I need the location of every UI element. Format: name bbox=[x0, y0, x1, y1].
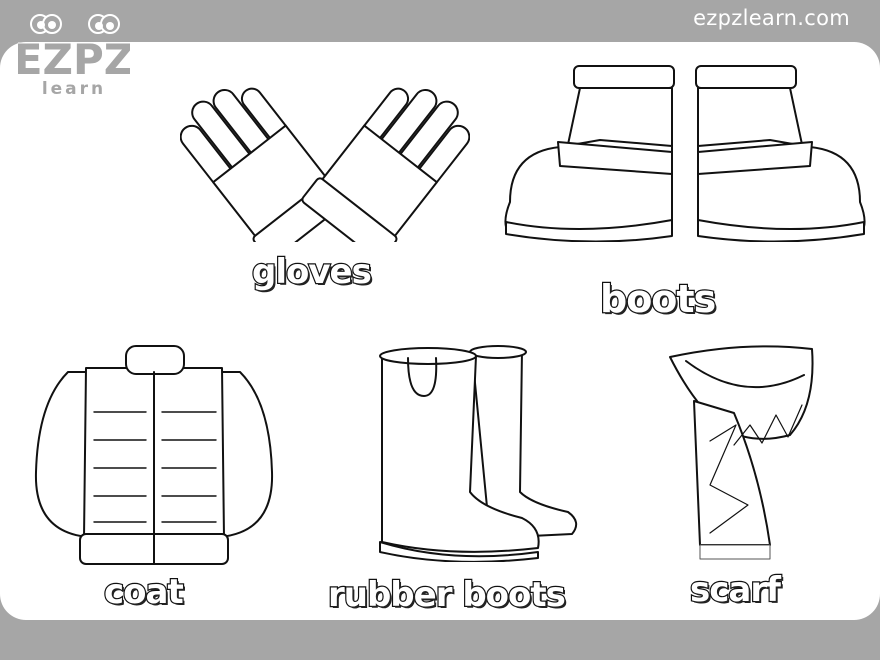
ezpz-logo: EZPZ learn bbox=[18, 14, 130, 98]
svg-text:EZPZ: EZPZ bbox=[18, 35, 130, 84]
label-coat: coat bbox=[103, 571, 185, 613]
scarf-icon bbox=[669, 345, 814, 560]
coat-icon bbox=[34, 345, 274, 565]
svg-text:learn: learn bbox=[42, 79, 106, 98]
site-url: ezpzlearn.com bbox=[693, 6, 850, 30]
label-scarf: scarf bbox=[689, 569, 782, 611]
label-boots: boots bbox=[599, 276, 718, 322]
boots-icon bbox=[504, 65, 866, 242]
label-rubber-boots: rubber boots bbox=[327, 574, 567, 616]
label-gloves: gloves bbox=[251, 251, 373, 293]
gloves-icon bbox=[180, 87, 470, 242]
rubber-boots-icon bbox=[379, 345, 578, 562]
